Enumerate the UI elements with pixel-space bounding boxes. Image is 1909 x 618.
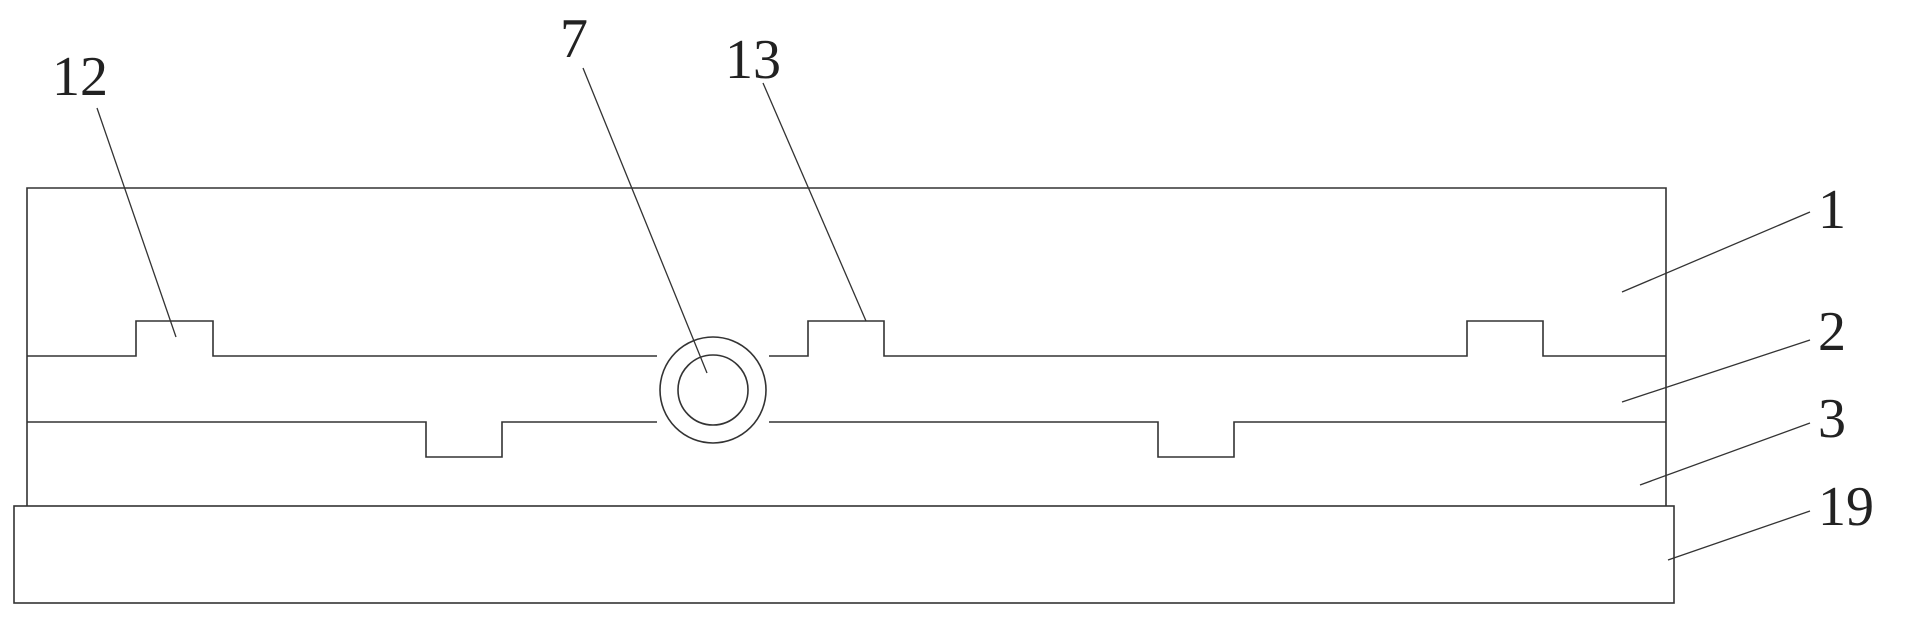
pipe-outer-circle: [659, 336, 767, 444]
leader-line-13: [762, 82, 867, 322]
leader-line-2: [1621, 339, 1811, 403]
label-12: 12: [52, 46, 108, 108]
upper-interface-line-right: [769, 320, 1666, 357]
leader-line-1: [1621, 211, 1811, 293]
label-19: 19: [1818, 476, 1874, 538]
leader-line-19: [1667, 510, 1811, 561]
label-2: 2: [1818, 301, 1846, 363]
base-plate: [13, 505, 1675, 604]
leader-line-12: [96, 107, 177, 338]
leader-line-7: [582, 67, 708, 374]
label-13: 13: [725, 29, 781, 91]
leader-line-3: [1639, 422, 1811, 486]
upper-interface-line: [27, 320, 657, 357]
label-3: 3: [1818, 388, 1846, 450]
label-7: 7: [560, 8, 588, 70]
lower-interface-line-right: [769, 421, 1666, 458]
assembly-outline: [26, 187, 1667, 506]
label-1: 1: [1818, 179, 1846, 241]
pipe-inner-circle: [677, 354, 749, 426]
lower-interface-line: [27, 421, 657, 458]
